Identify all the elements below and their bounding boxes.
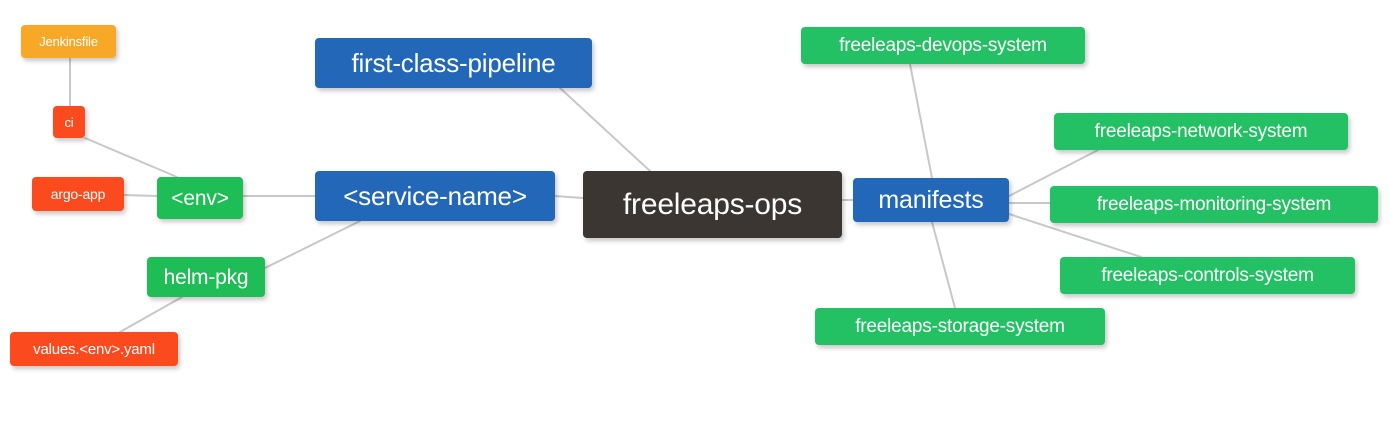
edge-first-class-pipeline-to-freeleaps-ops (559, 87, 651, 172)
node-jenkinsfile[interactable]: Jenkinsfile (21, 25, 116, 58)
node-label-argo-app: argo-app (50, 186, 106, 202)
node-label-freeleaps-ops: freeleaps-ops (622, 187, 803, 221)
node-freeleaps-network-system[interactable]: freeleaps-network-system (1054, 113, 1348, 150)
node-label-freeleaps-monitoring-system: freeleaps-monitoring-system (1096, 194, 1332, 215)
edge-values-yaml-to-helm-pkg (119, 296, 183, 333)
node-label-freeleaps-devops-system: freeleaps-devops-system (839, 35, 1047, 56)
edge-manifests-to-freeleaps-storage-system (931, 221, 956, 309)
node-freeleaps-controls-system[interactable]: freeleaps-controls-system (1060, 257, 1355, 294)
edge-service-name-to-freeleaps-ops (554, 195, 584, 199)
node-label-freeleaps-controls-system: freeleaps-controls-system (1101, 265, 1314, 286)
node-freeleaps-ops[interactable]: freeleaps-ops (583, 171, 842, 238)
edge-ci-to-env (84, 137, 178, 178)
node-label-ci: ci (64, 114, 74, 130)
node-manifests[interactable]: manifests (853, 178, 1009, 222)
node-label-freeleaps-network-system: freeleaps-network-system (1094, 121, 1308, 142)
node-env[interactable]: <env> (157, 177, 243, 219)
node-label-env: <env> (171, 186, 229, 210)
node-ci[interactable]: ci (53, 106, 85, 138)
edge-argo-app-to-env (123, 194, 158, 197)
node-label-manifests: manifests (878, 185, 984, 214)
node-values-yaml[interactable]: values.<env>.yaml (10, 332, 178, 366)
node-label-first-class-pipeline: first-class-pipeline (351, 48, 556, 78)
node-freeleaps-storage-system[interactable]: freeleaps-storage-system (815, 308, 1105, 345)
node-first-class-pipeline[interactable]: first-class-pipeline (315, 38, 592, 88)
node-freeleaps-devops-system[interactable]: freeleaps-devops-system (801, 27, 1085, 64)
node-label-values-yaml: values.<env>.yaml (33, 340, 155, 358)
node-helm-pkg[interactable]: helm-pkg (147, 257, 265, 297)
edge-helm-pkg-to-service-name (264, 220, 361, 269)
node-label-jenkinsfile: Jenkinsfile (39, 34, 98, 49)
node-service-name[interactable]: <service-name> (315, 171, 555, 221)
node-label-service-name: <service-name> (343, 181, 527, 211)
edge-manifests-to-freeleaps-devops-system (909, 63, 933, 179)
node-label-helm-pkg: helm-pkg (163, 265, 249, 289)
node-argo-app[interactable]: argo-app (32, 177, 124, 211)
node-label-freeleaps-storage-system: freeleaps-storage-system (855, 316, 1065, 337)
node-freeleaps-monitoring-system[interactable]: freeleaps-monitoring-system (1050, 186, 1378, 223)
